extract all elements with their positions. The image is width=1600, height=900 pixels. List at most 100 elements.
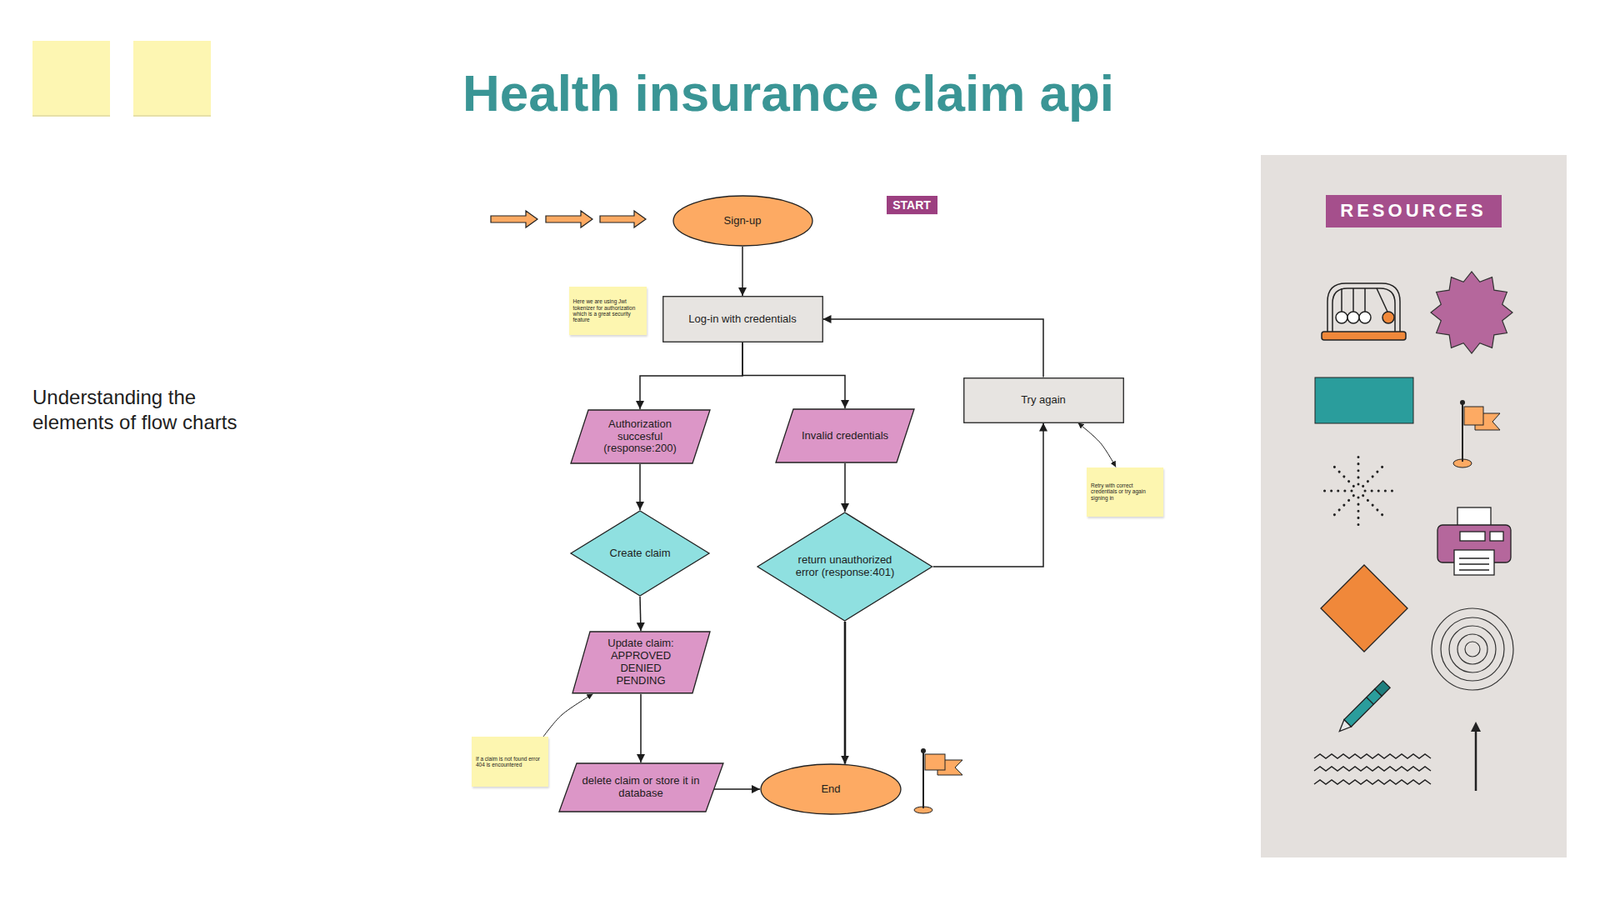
flow-connector [714, 788, 760, 790]
resources-badge-outline [1325, 195, 1502, 228]
newton-cradle-icon [1376, 288, 1388, 312]
printer-icon [1490, 531, 1504, 541]
end-flag [925, 754, 945, 770]
terminal-ellipse: End [760, 763, 902, 815]
dotted-burst-icon [1363, 495, 1386, 519]
pen-icon [1375, 680, 1390, 696]
process-box: Try again [963, 377, 1125, 424]
flow-connector [640, 694, 642, 763]
node-text-group: Here we are using Jwt tokenizer for auth… [573, 298, 641, 324]
node-text-group: START [892, 198, 931, 212]
newton-cradle-icon [1340, 288, 1343, 312]
io-parallelogram-outline [572, 631, 710, 694]
flow-connector [640, 596, 641, 631]
orange-diamond-icon [1320, 565, 1408, 652]
concentric-circles-icon [1431, 608, 1514, 690]
newton-cradle-icon [1352, 288, 1355, 312]
flag-icon [1460, 400, 1465, 405]
io-parallelogram-outline [559, 763, 724, 812]
sticky-note-outline [569, 286, 647, 335]
printer-icon [1459, 557, 1490, 559]
flow-connector [933, 423, 1044, 567]
dotted-burst-icon [1357, 452, 1360, 485]
concentric-circles-icon [1465, 641, 1480, 657]
node-label: End [820, 783, 840, 796]
newton-cradle-icon [1382, 311, 1395, 324]
node-label: Log-in with credentials [688, 313, 796, 326]
end-flag [920, 748, 926, 754]
node-text-group: Retry with correct credentials or try ag… [1090, 482, 1160, 501]
concentric-circles-icon [1431, 608, 1514, 690]
node-text-group: Update claim: APPROVED DENIED PENDING [595, 637, 687, 688]
newton-cradle-icon [1364, 288, 1366, 312]
node-text-group: Invalid credentials [801, 430, 889, 443]
dotted-burst-icon [1330, 463, 1354, 486]
io-parallelogram: delete claim or store it in database [558, 762, 725, 813]
io-parallelogram: Update claim: APPROVED DENIED PENDING [571, 630, 711, 695]
flow-connector [1078, 423, 1117, 468]
start-badge: START [886, 195, 938, 215]
end-flag [914, 748, 963, 814]
flow-connector [639, 464, 641, 510]
zigzag-lines [1314, 780, 1431, 785]
page-title: Health insurance claim api [371, 63, 1205, 123]
end-flag [922, 751, 925, 809]
resources-panel [1260, 155, 1567, 858]
process-box: Log-in with credentials [662, 295, 824, 343]
node-label: START [892, 198, 931, 212]
io-parallelogram: Authorization succesful (response:200) [570, 409, 711, 465]
sticky-note: If a claim is not found error 404 is enc… [471, 736, 549, 787]
newton-cradle-icon [1347, 311, 1360, 324]
io-parallelogram-outline [570, 410, 710, 464]
node-text-group: If a claim is not found error 404 is enc… [475, 755, 545, 769]
flag-icon [1464, 406, 1484, 425]
up-arrow-icon [1470, 721, 1481, 732]
blank-sticky-note [133, 115, 211, 117]
dotted-burst-icon [1365, 490, 1397, 493]
node-label: delete claim or store it in database [578, 775, 704, 800]
node-label: return unauthorized error (response:401) [794, 554, 896, 580]
node-text-group: return unauthorized error (response:401) [794, 554, 896, 580]
dotted-burst-icon [1320, 490, 1352, 493]
blank-sticky-note [32, 40, 110, 115]
terminal-ellipse: Sign-up [672, 195, 814, 247]
start-badge-outline [886, 195, 938, 215]
node-label: Sign-up [724, 215, 762, 228]
printer-icon [1460, 531, 1485, 541]
node-label: Authorization succesful (response:200) [592, 418, 689, 456]
decision-diamond-outline [757, 512, 933, 621]
sticky-note-outline [1086, 467, 1164, 517]
pen-icon [1366, 697, 1374, 705]
newton-cradle-icon [1335, 311, 1348, 324]
newton-cradle-icon [1359, 311, 1371, 324]
newton-cradle-icon [1332, 288, 1395, 334]
flow-connector [823, 319, 1045, 378]
decision-diamond: Create claim [570, 510, 710, 597]
process-box-outline [662, 296, 823, 343]
node-text-group: delete claim or store it in database [578, 775, 704, 800]
process-box-outline [963, 377, 1124, 423]
node-text-group: Sign-up [724, 215, 762, 228]
node-text-group: Try again [1020, 394, 1066, 407]
node-label: If a claim is not found error 404 is enc… [475, 755, 545, 769]
node-label: Try again [1020, 394, 1066, 407]
flow-connector [844, 463, 846, 512]
flow-connector [543, 694, 594, 737]
resources-badge: RESOURCES [1325, 195, 1502, 228]
printer-icon [1454, 550, 1495, 575]
zigzag-lines [1314, 754, 1431, 785]
newton-cradle-icon [1321, 283, 1406, 340]
printer-icon [1459, 563, 1490, 565]
dotted-burst-icon [1330, 495, 1354, 519]
blank-sticky-note [133, 40, 211, 115]
teal-rectangle-icon [1315, 377, 1414, 424]
up-arrow-icon [1475, 728, 1478, 791]
concentric-circles-icon [1449, 625, 1496, 673]
blank-sticky-note [32, 115, 110, 117]
pen-icon [1335, 680, 1390, 735]
flow-connector [742, 342, 845, 409]
starburst-icon [1430, 271, 1513, 354]
node-label: Here we are using Jwt tokenizer for auth… [573, 298, 641, 324]
flag-icon [1453, 400, 1500, 468]
block-arrow [490, 210, 646, 228]
